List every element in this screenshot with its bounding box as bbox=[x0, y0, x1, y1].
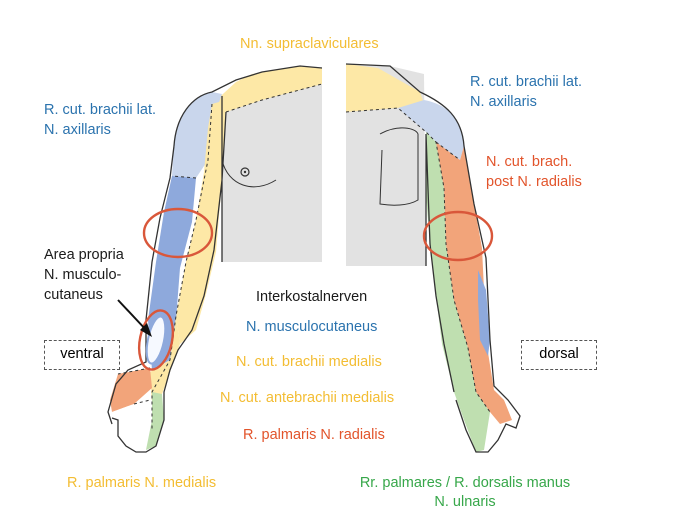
area-propria-ellipse bbox=[145, 315, 167, 365]
label-supraclaviculares: Nn. supraclaviculares bbox=[240, 36, 379, 52]
view-label-ventral: ventral bbox=[44, 340, 120, 370]
label-palmaris-medialis: R. palmaris N. medialis bbox=[67, 475, 217, 491]
nipple-mark bbox=[240, 167, 250, 177]
label-axillaris-left-2: N. axillaris bbox=[44, 122, 111, 138]
label-brachii-medialis: N. cut. brachii medialis bbox=[236, 354, 382, 370]
dorsal-forearm-blue-region bbox=[478, 270, 490, 356]
label-area-propria-2: N. musculo- bbox=[44, 267, 122, 283]
ventral-area-propria-ring bbox=[137, 309, 175, 371]
label-musculocutaneus: N. musculocutaneus bbox=[246, 319, 378, 335]
dorsal-elbow-ring bbox=[422, 210, 494, 262]
label-axillaris-right-1: R. cut. brachii lat. bbox=[470, 74, 583, 90]
view-label-dorsal: dorsal bbox=[521, 340, 597, 370]
ventral-divider-lines bbox=[117, 83, 323, 430]
scapula-contour bbox=[379, 127, 419, 206]
chest-contour bbox=[221, 159, 277, 188]
ventral-hand-ulnaris-region bbox=[146, 392, 164, 450]
label-area-propria-1: Area propria bbox=[44, 247, 124, 263]
dorsal-supraclavicular-region bbox=[346, 64, 424, 112]
ventral-hand-medialis-region bbox=[112, 400, 154, 452]
label-radialis-post-1: N. cut. brach. bbox=[486, 154, 573, 170]
label-antebrachii-medialis: N. cut. antebrachii medialis bbox=[220, 390, 395, 406]
area-propria-arrow bbox=[117, 299, 149, 333]
label-radialis-post-2: post N. radialis bbox=[486, 174, 582, 190]
label-axillaris-left-1: R. cut. brachii lat. bbox=[44, 102, 157, 118]
ventral-arm-outline bbox=[107, 65, 323, 453]
ventral-brachii-medialis-region bbox=[176, 100, 226, 344]
ventral-axillaris-region bbox=[172, 92, 222, 178]
label-area-propria-3: cutaneus bbox=[44, 287, 103, 303]
label-axillaris-right-2: N. axillaris bbox=[470, 94, 537, 110]
label-palmaris-radialis: R. palmaris N. radialis bbox=[243, 427, 385, 443]
ventral-arm-figure bbox=[107, 65, 323, 453]
ventral-supraclavicular-region bbox=[212, 66, 322, 112]
dorsal-arm-figure bbox=[345, 63, 521, 453]
ventral-antebrachii-medialis-region bbox=[150, 316, 180, 408]
dorsal-axillaris-region bbox=[398, 100, 464, 160]
label-interkostal: Interkostalnerven bbox=[256, 289, 368, 305]
dorsal-arm-outline bbox=[345, 63, 521, 453]
label-ulnaris-2: N. ulnaris bbox=[434, 494, 496, 510]
ventral-chest-region bbox=[222, 68, 322, 262]
label-ulnaris-1: Rr. palmares / R. dorsalis manus bbox=[359, 475, 571, 491]
dorsal-divider-lines bbox=[345, 107, 491, 413]
ventral-elbow-ring bbox=[142, 207, 214, 259]
